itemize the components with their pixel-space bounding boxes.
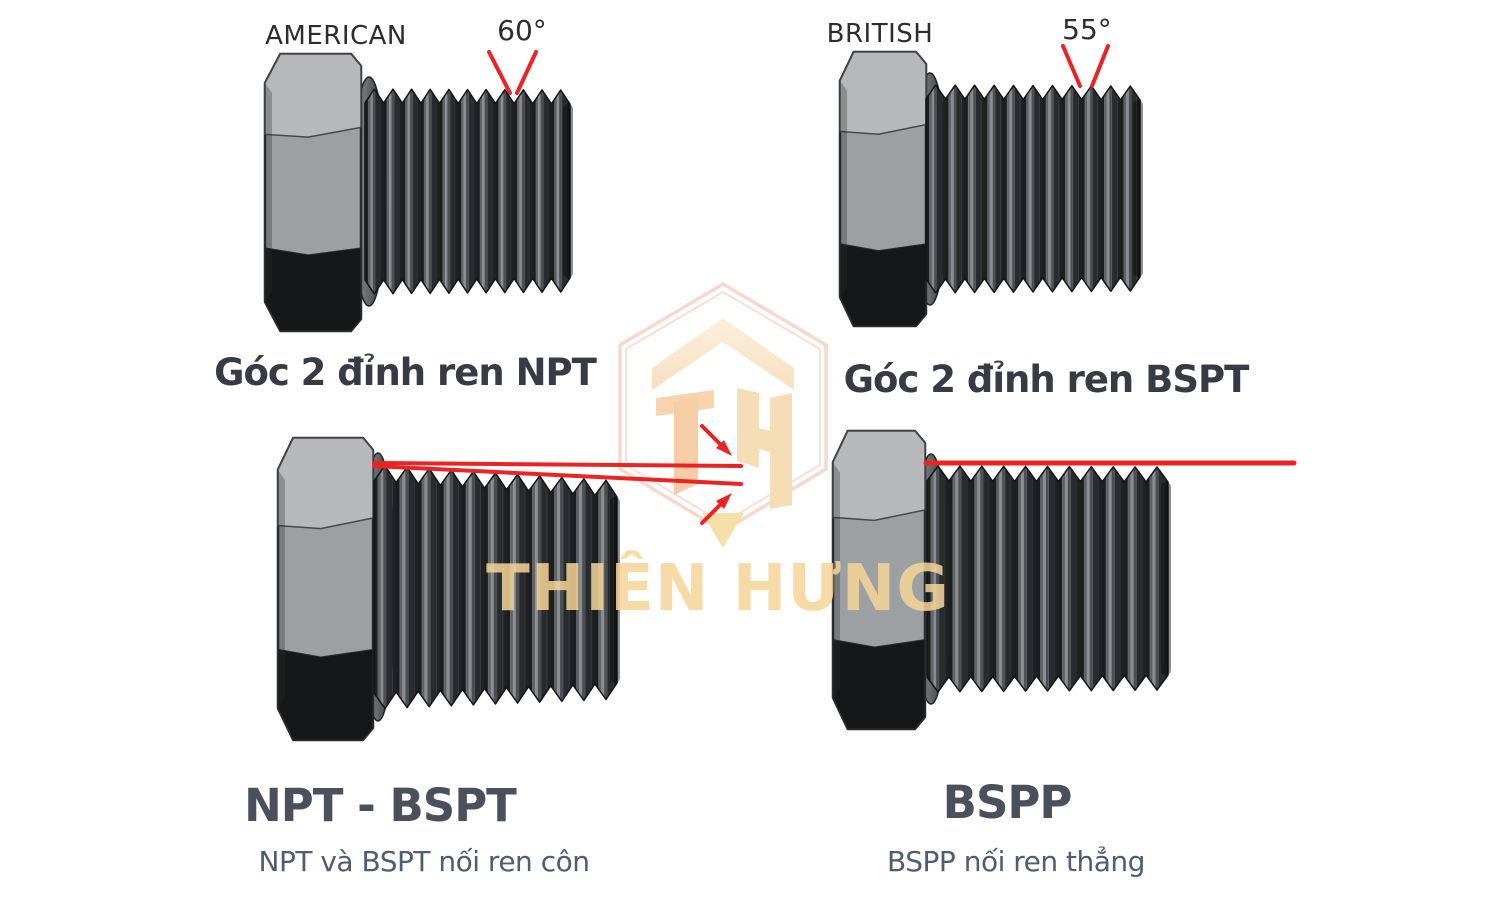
subtitle-bspp: BSPP nối ren thẳng [887, 845, 1145, 878]
watermark-monogram-fold [702, 513, 744, 548]
caption-npt-angle: Góc 2 đỉnh ren NPT [214, 351, 597, 394]
watermark-logo [618, 281, 828, 548]
label-british: BRITISH [826, 19, 934, 49]
fitting-british-bspt [838, 50, 1143, 328]
label-angle-60: 60° [497, 14, 547, 47]
label-angle-55: 55° [1062, 13, 1112, 46]
watermark-monogram-roof [652, 318, 794, 390]
angle-marker-60 [487, 50, 538, 95]
title-bspp: BSPP [942, 776, 1073, 829]
angle-marker-55 [1061, 44, 1110, 88]
title-npt-bspt: NPT - BSPT [244, 779, 517, 832]
fitting-npt-bspt [276, 436, 620, 742]
annotations [372, 44, 1297, 525]
watermark-monogram-h-right [770, 393, 792, 509]
fitting-bspp [831, 429, 1171, 731]
watermark-monogram-h-bar [759, 428, 770, 452]
watermark-text: THIÊN HƯNG [486, 552, 950, 626]
taper-arrowhead-top [716, 440, 732, 456]
subtitle-npt-bspt: NPT và BSPT nối ren côn [258, 845, 590, 878]
label-american: AMERICAN [265, 21, 407, 51]
taper-annotation [372, 424, 743, 525]
watermark-monogram-t-stem [674, 398, 698, 495]
watermark-monogram-h-left [737, 388, 759, 468]
fitting-american-npt [263, 52, 573, 333]
caption-bspt-angle: Góc 2 đỉnh ren BSPT [843, 358, 1250, 401]
taper-arrowhead-bottom [716, 493, 732, 509]
